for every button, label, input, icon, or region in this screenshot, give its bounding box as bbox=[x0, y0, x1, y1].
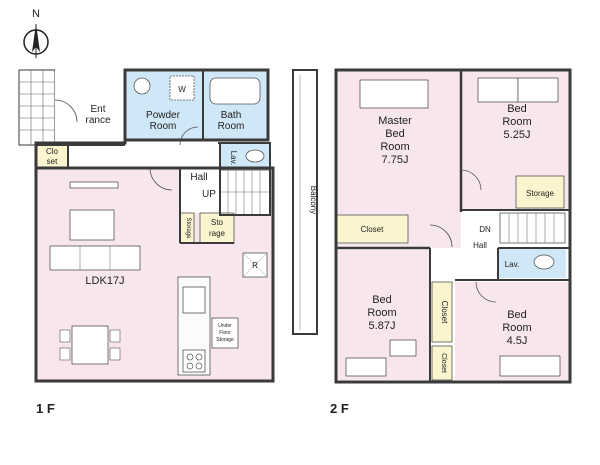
sink-icon bbox=[133, 77, 151, 95]
bed2-label-2: Room bbox=[367, 307, 396, 319]
balcony bbox=[292, 69, 318, 335]
closet-master bbox=[335, 214, 409, 244]
master-label-1: Master bbox=[378, 115, 412, 127]
bed3-label-1: Bed bbox=[507, 309, 527, 321]
lav-label-1f: Lav. bbox=[229, 151, 238, 166]
sofa-icon bbox=[49, 245, 141, 271]
stairs-up-icon bbox=[219, 169, 271, 216]
floor-2 bbox=[292, 68, 572, 384]
bath-label-1: Bath bbox=[221, 110, 242, 121]
dn-label: DN bbox=[479, 225, 491, 234]
entrance-label-1: Ent bbox=[90, 104, 105, 115]
bed-icon bbox=[477, 77, 519, 103]
bed-icon bbox=[345, 357, 387, 377]
bed-icon bbox=[517, 77, 559, 103]
closet-master-label: Closet bbox=[361, 225, 384, 234]
chair-icon bbox=[59, 329, 71, 343]
bed3-door-swing-icon bbox=[475, 281, 497, 303]
bath-label-2: Room bbox=[218, 121, 245, 132]
closet-1f bbox=[36, 145, 68, 168]
floor-2-walls bbox=[334, 68, 572, 384]
chair-icon bbox=[109, 329, 121, 343]
master-label-3: Room bbox=[380, 141, 409, 153]
underfloor-label-1: Under bbox=[218, 323, 232, 329]
hall-area bbox=[180, 168, 220, 213]
closet-vertical-2 bbox=[431, 345, 453, 381]
lav-2f-label: Lav. bbox=[505, 260, 520, 269]
dining-table-icon bbox=[71, 325, 109, 365]
stairs-down-icon bbox=[499, 212, 566, 244]
bed3-label-2: Room bbox=[502, 322, 531, 334]
entrance-hall bbox=[55, 70, 125, 143]
ldk-label: LDK17J bbox=[85, 275, 124, 287]
floor-1-walls bbox=[34, 68, 275, 383]
entrance-tile-area bbox=[18, 69, 56, 146]
closet-v2-label: Closet bbox=[440, 353, 447, 373]
powder-label-2: Room bbox=[150, 121, 177, 132]
closet-vertical-1 bbox=[431, 281, 453, 343]
floor-1 bbox=[18, 68, 275, 383]
hall-2f-label: Hall bbox=[473, 241, 487, 250]
toilet-icon bbox=[245, 149, 265, 163]
master-label-4: 7.75J bbox=[382, 154, 409, 166]
underfloor-label-3: Storage bbox=[216, 337, 234, 343]
bed-icon bbox=[499, 355, 561, 377]
double-bed-icon bbox=[359, 79, 429, 109]
powder-door-swing-icon bbox=[179, 126, 199, 146]
powder-label-1: Powder bbox=[146, 110, 181, 121]
north-label: N bbox=[32, 8, 40, 20]
north-compass-icon bbox=[23, 24, 49, 58]
desk-icon bbox=[389, 339, 417, 357]
bed1-label-3: 5.25J bbox=[504, 129, 531, 141]
refrigerator-label: R bbox=[252, 261, 258, 270]
storage-label-2: rage bbox=[209, 229, 226, 238]
storage-1f bbox=[199, 212, 235, 244]
bed2-label-3: 5.87J bbox=[369, 320, 396, 332]
toilet-icon bbox=[533, 254, 555, 270]
hall-label-1f: Hall bbox=[190, 172, 207, 183]
bed1-label-1: Bed bbox=[507, 103, 527, 115]
stove-icon bbox=[182, 349, 206, 373]
storage-2f bbox=[515, 175, 565, 209]
floor-2-label: 2 F bbox=[330, 401, 349, 416]
bed2-label-1: Bed bbox=[372, 294, 392, 306]
storage-2f-label: Storage bbox=[526, 189, 555, 198]
storage-vertical-label: Storage bbox=[185, 217, 191, 239]
balcony-label: Balcony bbox=[309, 186, 318, 214]
coffee-table-icon bbox=[69, 209, 115, 241]
hall-corridor bbox=[68, 145, 218, 168]
bed3-label-3: 4.5J bbox=[507, 335, 528, 347]
bathtub-icon bbox=[209, 77, 261, 105]
ldk-door-swing-icon bbox=[149, 167, 173, 191]
chair-icon bbox=[109, 347, 121, 361]
entrance-label-2: rance bbox=[85, 115, 110, 126]
tv-stand-icon bbox=[69, 181, 119, 189]
underfloor-label-2: Floor bbox=[219, 330, 231, 336]
entrance-door-swing-icon bbox=[54, 99, 78, 123]
storage-label-1: Sto bbox=[211, 218, 224, 227]
lavatory-2f bbox=[498, 248, 566, 278]
underfloor-storage bbox=[211, 317, 239, 349]
closet-v1-label: Closet bbox=[440, 301, 449, 324]
master-door-swing-icon bbox=[429, 224, 453, 248]
bed1-label-2: Room bbox=[502, 116, 531, 128]
bed1-door-swing-icon bbox=[460, 169, 482, 191]
chair-icon bbox=[59, 347, 71, 361]
floor-1-label: 1 F bbox=[36, 401, 55, 416]
up-label: UP bbox=[202, 189, 216, 200]
kitchen-sink-icon bbox=[182, 286, 206, 314]
powder-w-label: W bbox=[178, 85, 186, 94]
closet-label-2: set bbox=[47, 157, 58, 166]
closet-label-1: Clo bbox=[46, 147, 59, 156]
washer-icon bbox=[169, 75, 195, 101]
master-label-2: Bed bbox=[385, 128, 405, 140]
